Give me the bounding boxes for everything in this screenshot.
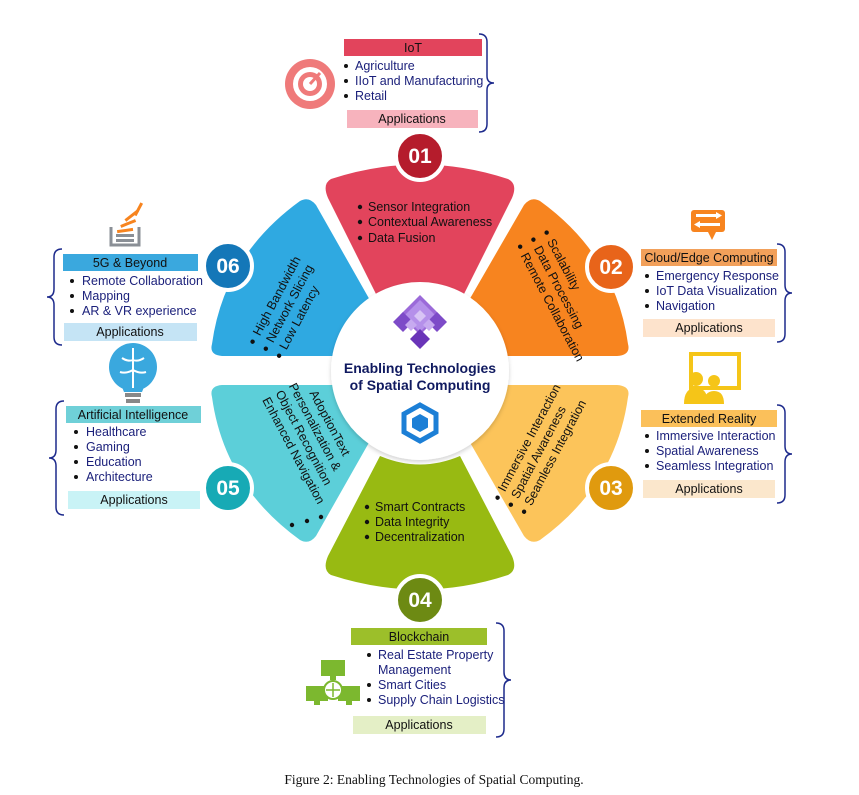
petal-04-item: Data Integrity bbox=[375, 515, 450, 529]
panel-cloud-edge-item: Navigation bbox=[656, 299, 715, 313]
panel-cloud-edge-applications-label: Applications bbox=[675, 321, 742, 335]
badge-05-number: 05 bbox=[216, 477, 240, 500]
panel-blockchain-title-bar bbox=[351, 628, 487, 645]
panel-ai-applications-label: Applications bbox=[100, 493, 167, 507]
panel-ai-item: Architecture bbox=[86, 470, 153, 484]
panel-xr-item: Seamless Integration bbox=[656, 459, 773, 473]
petal-01-item: Contextual Awareness bbox=[368, 215, 492, 229]
panel-xr-brace bbox=[776, 404, 793, 504]
petal-04-item: Smart Contracts bbox=[375, 500, 465, 514]
center-circle bbox=[331, 282, 509, 460]
signal-icon bbox=[109, 202, 144, 247]
panel-ai-brace bbox=[48, 400, 65, 516]
petal-01-list: Sensor Integration Contextual Awareness … bbox=[357, 200, 492, 245]
panel-5g-item: AR & VR experience bbox=[82, 304, 197, 318]
network-icon bbox=[306, 660, 360, 705]
petal-02 bbox=[468, 199, 629, 356]
panel-cloud-edge: Cloud/Edge Computing Emergency Response … bbox=[641, 210, 793, 343]
panel-cloud-edge-title-bar bbox=[641, 249, 777, 266]
panel-blockchain-item: Real Estate Property bbox=[378, 648, 494, 662]
panel-iot: IoT Agriculture IIoT and Manufacturing R… bbox=[285, 33, 495, 133]
panel-blockchain-applications bbox=[353, 716, 486, 734]
panel-5g-applications-label: Applications bbox=[96, 325, 163, 339]
badge-05: 05 bbox=[202, 462, 254, 514]
panel-ai-title-bar bbox=[66, 406, 201, 423]
petal-01-item: Sensor Integration bbox=[368, 200, 470, 214]
badge-04-number: 04 bbox=[408, 589, 432, 612]
panel-iot-applications-label: Applications bbox=[378, 112, 445, 126]
panel-blockchain-item: Smart Cities bbox=[378, 678, 446, 692]
panel-5g-item: Mapping bbox=[82, 289, 130, 303]
petal-01 bbox=[325, 164, 515, 302]
panel-xr-item: Immersive Interaction bbox=[656, 429, 776, 443]
panel-xr-title: Extended Reality bbox=[662, 412, 757, 426]
center-title-line-2: of Spatial Computing bbox=[350, 377, 491, 393]
panel-xr-applications bbox=[643, 480, 775, 498]
panel-blockchain-item: Management bbox=[378, 663, 451, 677]
panel-iot-item: Retail bbox=[355, 89, 387, 103]
panel-5g-title: 5G & Beyond bbox=[93, 256, 167, 270]
panel-blockchain-applications-label: Applications bbox=[385, 718, 452, 732]
badge-06-number: 06 bbox=[216, 255, 239, 278]
hexagon-logo-icon bbox=[401, 402, 439, 444]
panel-ai-applications bbox=[68, 491, 200, 509]
panel-iot-title-bar bbox=[344, 39, 482, 56]
panel-iot-title: IoT bbox=[404, 41, 422, 55]
panel-xr-title-bar bbox=[641, 410, 777, 427]
panel-ai: Artificial Intelligence Healthcare Gamin… bbox=[48, 343, 201, 516]
panel-5g-brace bbox=[46, 248, 63, 346]
panel-5g-applications bbox=[64, 323, 197, 341]
figure-caption: Figure 2: Enabling Technologies of Spati… bbox=[284, 772, 583, 787]
badge-02: 02 bbox=[585, 241, 637, 293]
panel-extended-reality: Extended Reality Immersive Interaction S… bbox=[641, 352, 793, 504]
panel-ai-item: Education bbox=[86, 455, 142, 469]
badge-01: 01 bbox=[394, 130, 446, 182]
panel-cloud-edge-item: Emergency Response bbox=[656, 269, 779, 283]
panel-ai-title: Artificial Intelligence bbox=[78, 408, 189, 422]
badge-03-number: 03 bbox=[599, 477, 622, 500]
badge-06: 06 bbox=[202, 240, 254, 292]
panel-5g-title-bar bbox=[63, 254, 198, 271]
panel-5g-item: Remote Collaboration bbox=[82, 274, 203, 288]
petal-03 bbox=[468, 385, 629, 542]
panel-blockchain-item: Supply Chain Logistics bbox=[378, 693, 504, 707]
panel-cloud-edge-item: IoT Data Visualization bbox=[656, 284, 777, 298]
panel-iot-item: IIoT and Manufacturing bbox=[355, 74, 483, 88]
brain-bulb-icon bbox=[109, 343, 157, 403]
panel-cloud-edge-brace bbox=[776, 243, 793, 343]
panel-blockchain-brace bbox=[495, 622, 512, 738]
cloud-transfer-icon bbox=[691, 210, 725, 240]
panel-iot-item: Agriculture bbox=[355, 59, 415, 73]
panel-blockchain: Blockchain Real Estate Property Manageme… bbox=[306, 622, 512, 738]
petal-04-item: Decentralization bbox=[375, 530, 465, 544]
petal-04-list: Smart Contracts Data Integrity Decentral… bbox=[364, 500, 465, 544]
petal-05 bbox=[211, 385, 371, 542]
cube-cluster-icon bbox=[393, 295, 447, 349]
badge-04: 04 bbox=[394, 574, 446, 626]
panel-ai-item: Healthcare bbox=[86, 425, 146, 439]
petal-01-item: Data Fusion bbox=[368, 231, 435, 245]
badge-02-number: 02 bbox=[599, 256, 622, 279]
panel-blockchain-title: Blockchain bbox=[389, 630, 449, 644]
panel-xr-applications-label: Applications bbox=[675, 482, 742, 496]
badge-01-number: 01 bbox=[408, 145, 432, 168]
badge-03: 03 bbox=[585, 462, 637, 514]
center-title-line-1: Enabling Technologies bbox=[344, 360, 496, 376]
presentation-icon bbox=[684, 352, 741, 404]
panel-xr-item: Spatial Awareness bbox=[656, 444, 759, 458]
gauge-icon bbox=[285, 59, 335, 109]
panel-cloud-edge-title: Cloud/Edge Computing bbox=[644, 251, 773, 265]
petal-06 bbox=[211, 199, 371, 356]
panel-ai-item: Gaming bbox=[86, 440, 130, 454]
panel-5g: 5G & Beyond Remote Collaboration Mapping… bbox=[46, 202, 203, 346]
panel-iot-brace bbox=[478, 33, 495, 133]
petal-04 bbox=[325, 456, 515, 590]
panel-cloud-edge-applications bbox=[643, 319, 775, 337]
panel-iot-applications bbox=[347, 110, 478, 128]
